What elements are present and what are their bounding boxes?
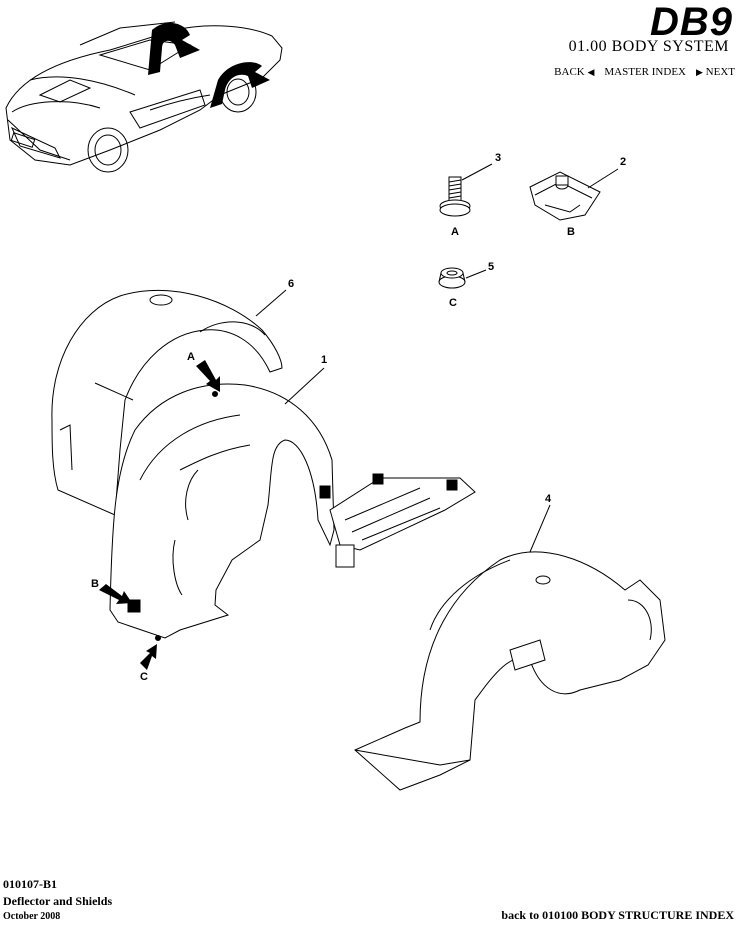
callout-part-5: 5 (488, 261, 494, 273)
callout-arrow-c: C (140, 671, 148, 683)
car-arrow-rear-icon (210, 62, 270, 108)
diagram-date: October 2008 (3, 911, 61, 922)
arrow-b-icon (99, 584, 132, 604)
callout-arrow-a: A (187, 351, 195, 363)
part-4-rear-wheel-arch-liner (354, 504, 666, 791)
back-link[interactable]: BACK ◀ (554, 66, 594, 78)
next-link[interactable]: ▶ NEXT (696, 66, 735, 78)
part-5-nut (438, 267, 487, 289)
system-title: 01.00 BODY SYSTEM (568, 38, 729, 55)
callout-part-3: 3 (495, 152, 501, 164)
back-triangle-icon: ◀ (587, 67, 595, 77)
part-6-wheel-arch-liner (51, 289, 287, 516)
diagram-code: 010107-B1 (3, 877, 57, 891)
callout-part-1: 1 (321, 354, 327, 366)
callout-part-2: 2 (620, 156, 626, 168)
master-index-link[interactable]: MASTER INDEX (604, 66, 686, 78)
callout-arrow-b: B (91, 578, 99, 590)
back-to-index-link[interactable]: back to 010100 BODY STRUCTURE INDEX (501, 908, 734, 922)
arrow-c-icon (140, 644, 157, 670)
callout-part-4: 4 (545, 493, 552, 505)
callout-fastener-b: B (567, 226, 575, 238)
next-triangle-icon: ▶ (696, 67, 703, 77)
part-3-screw (439, 163, 493, 217)
arrow-a-icon (196, 360, 220, 392)
part-1-front-liner-assembly (109, 367, 476, 641)
nav-bar: BACK ◀ MASTER INDEX ▶ NEXT (554, 66, 735, 78)
car-overview-illustration (5, 21, 283, 173)
callout-fastener-a: A (451, 226, 459, 238)
part-2-clip-nut (529, 168, 619, 221)
back-label: BACK (554, 66, 585, 78)
callout-fastener-c: C (449, 297, 457, 309)
car-arrow-front-icon (148, 22, 200, 75)
diagram-title: Deflector and Shields (3, 894, 113, 908)
callout-part-6: 6 (288, 278, 294, 290)
next-label: NEXT (705, 66, 735, 78)
db9-logo: DB9 (649, 0, 733, 44)
